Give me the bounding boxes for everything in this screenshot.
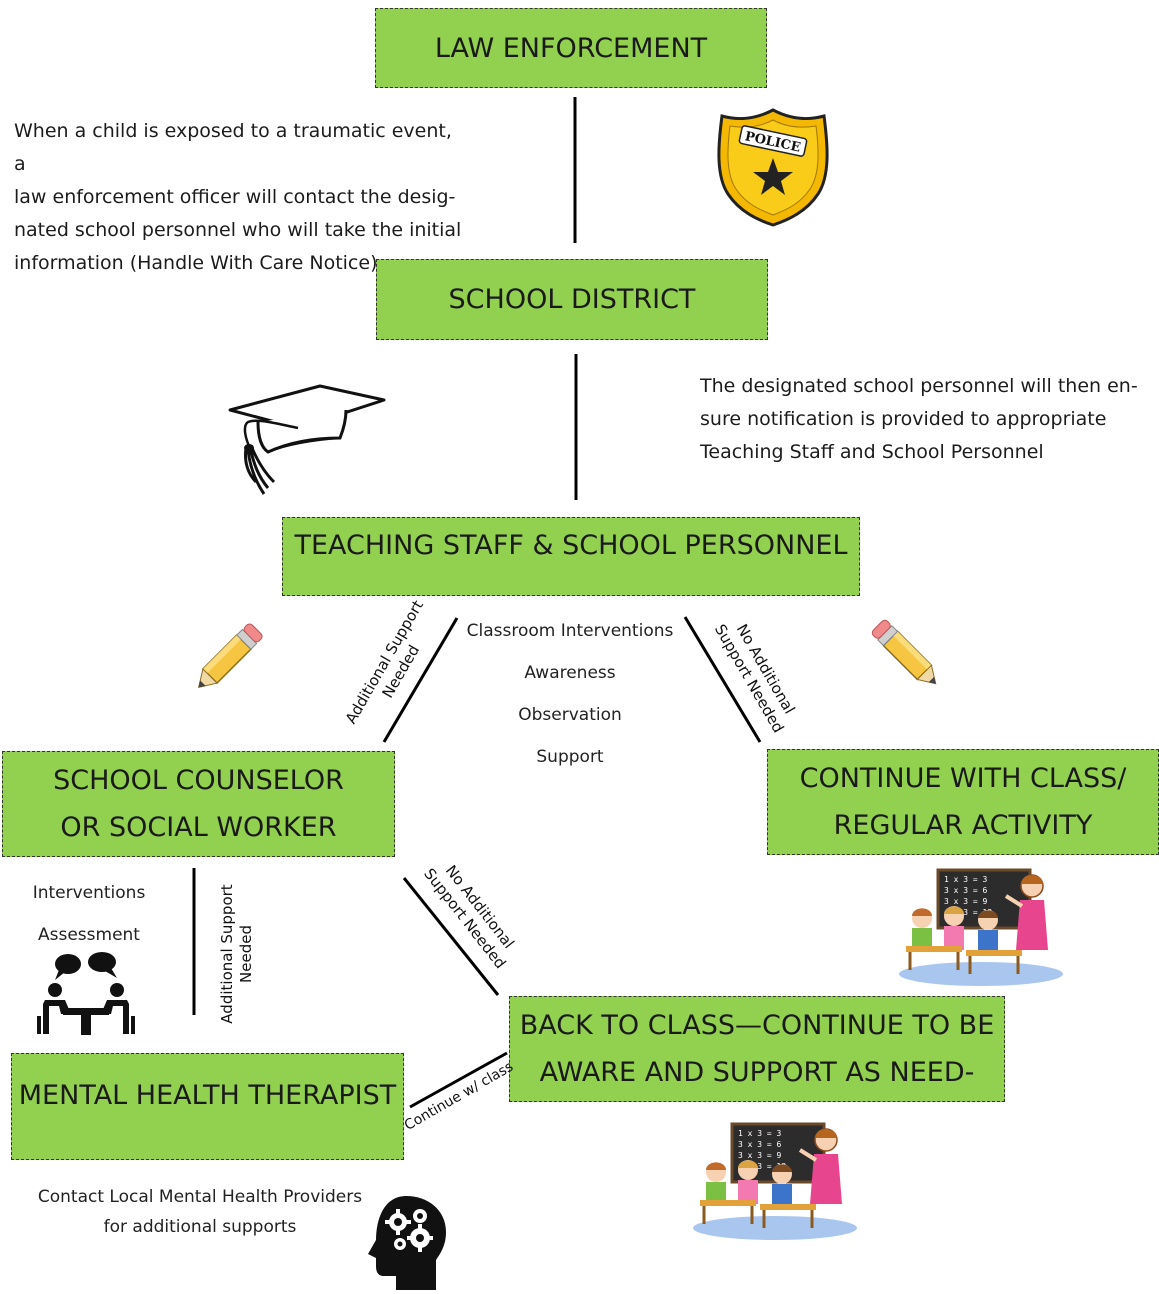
continue-class-label-line2: REGULAR ACTIVITY	[833, 810, 1093, 841]
school-district-label: SCHOOL DISTRICT	[448, 284, 696, 315]
counselor-note: Interventions Assessment	[32, 883, 146, 945]
law-note: When a child is exposed to a traumatic e…	[14, 120, 462, 274]
counselor-label-line2: OR SOCIAL WORKER	[60, 812, 337, 843]
edge-label-counselor-therapist: Additional Support Needed	[218, 884, 255, 1024]
therapist-box: MENTAL HEALTH THERAPIST	[11, 1053, 404, 1160]
classroom-note: Classroom Interventions Awareness Observ…	[466, 621, 674, 767]
law-enforcement-box: LAW ENFORCEMENT	[375, 8, 767, 88]
counselor-box: SCHOOL COUNSELOR OR SOCIAL WORKER	[2, 751, 395, 857]
line-staff-continue	[683, 616, 762, 743]
meeting-people-icon	[37, 952, 135, 1035]
line-staff-counselor	[382, 617, 459, 743]
graduation-cap-icon	[228, 384, 386, 495]
law-enforcement-label: LAW ENFORCEMENT	[434, 32, 708, 64]
chalkboard-lower-line2: 3 x 3 = 6	[738, 1140, 782, 1149]
line-counselor-back	[402, 877, 500, 996]
therapist-label: MENTAL HEALTH THERAPIST	[18, 1080, 397, 1111]
classroom-icon-lower: 1 x 3 = 3 3 x 3 = 6 3 x 3 = 9 4 x 3 = 12	[693, 1122, 857, 1240]
school-district-box: SCHOOL DISTRICT	[376, 259, 768, 340]
continue-class-box: CONTINUE WITH CLASS/ REGULAR ACTIVITY	[767, 749, 1159, 855]
police-badge-icon: POLICE	[717, 108, 829, 227]
chalkboard-line4: 4 x 3 = 12	[944, 908, 992, 917]
chalkboard-lower-line4: 4 x 3 = 12	[738, 1162, 786, 1171]
classroom-icon-upper: 1 x 3 = 3 3 x 3 = 6 3 x 3 = 9 4 x 3 = 12	[899, 868, 1063, 986]
teaching-staff-box: TEACHING STAFF & SCHOOL PERSONNEL	[282, 517, 860, 596]
district-note: The designated school personnel will the…	[700, 375, 1138, 463]
head-gears-icon	[368, 1196, 446, 1290]
back-to-class-label-line1: BACK TO CLASS—CONTINUE TO BE	[519, 1010, 995, 1041]
chalkboard-line3: 3 x 3 = 9	[944, 897, 988, 906]
teaching-staff-label: TEACHING STAFF & SCHOOL PERSONNEL	[294, 530, 848, 561]
continue-class-label-line1: CONTINUE WITH CLASS/	[799, 763, 1127, 794]
chalkboard-lower-line1: 1 x 3 = 3	[738, 1129, 782, 1138]
chalkboard-line1: 1 x 3 = 3	[944, 875, 988, 884]
pencil-icon-left	[197, 623, 263, 689]
pencil-icon-right	[871, 619, 937, 685]
counselor-label-line1: SCHOOL COUNSELOR	[53, 765, 344, 796]
line-therapist-back	[409, 1051, 508, 1109]
chalkboard-line2: 3 x 3 = 6	[944, 886, 988, 895]
back-to-class-label-line2: AWARE AND SUPPORT AS NEED-	[539, 1057, 975, 1088]
therapist-note: Contact Local Mental Health Providers fo…	[37, 1187, 363, 1237]
chalkboard-lower-line3: 3 x 3 = 9	[738, 1151, 782, 1160]
back-to-class-box: BACK TO CLASS—CONTINUE TO BE AWARE AND S…	[509, 996, 1005, 1102]
